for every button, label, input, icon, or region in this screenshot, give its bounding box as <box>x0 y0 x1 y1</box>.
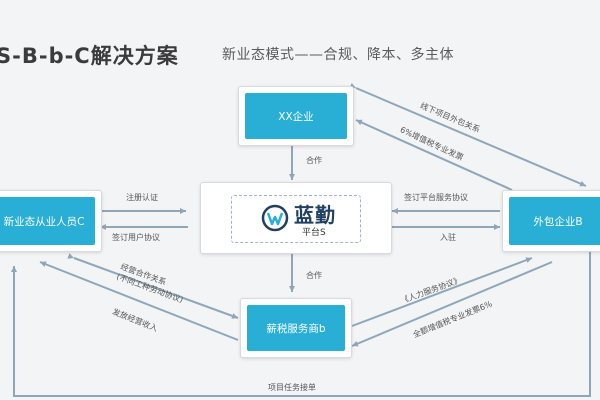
node-xx-enterprise: XX企业 <box>238 86 354 146</box>
node-tax-service: 薪税服务商b <box>240 298 352 358</box>
node-individual: 新业态从业人员C <box>0 190 102 252</box>
edge-full-vat <box>351 261 553 347</box>
edge-task-acceptance <box>11 250 591 397</box>
platform-logo-icon <box>261 204 289 232</box>
node-individual-label: 新业态从业人员C <box>0 197 95 245</box>
edge-hr-agreement <box>345 257 533 331</box>
platform-logo-box: 蓝勤 平台S <box>231 195 361 243</box>
label-cooperate-bottom: 合作 <box>306 271 322 280</box>
label-enter: 入驻 <box>440 233 456 242</box>
platform-name: 蓝勤 <box>294 203 336 227</box>
label-user-agreement: 签订用户协议 <box>112 233 160 242</box>
edge-pay-income <box>39 261 239 341</box>
node-xx-enterprise-label: XX企业 <box>245 93 347 139</box>
label-register: 注册认证 <box>126 193 158 202</box>
edge-vat-invoice <box>355 119 513 191</box>
node-outsourcing-label: 外包企业B <box>509 197 600 245</box>
node-outsourcing: 外包企业B <box>502 190 600 252</box>
node-tax-service-label: 薪税服务商b <box>247 305 345 351</box>
platform-subname: 平台S <box>302 228 326 238</box>
node-platform: 蓝勤 平台S <box>200 182 392 254</box>
label-task-acceptance: 项目任务接单 <box>268 383 316 392</box>
label-cooperate-top: 合作 <box>306 156 322 165</box>
edge-business-cooperation <box>67 253 239 319</box>
page-title: S-B-b-C解决方案 <box>0 44 179 68</box>
edge-offline-outsourcing <box>349 82 587 187</box>
page-subtitle: 新业态模式——合规、降本、多主体 <box>222 47 454 63</box>
label-platform-agreement: 签订平台服务协议 <box>404 193 468 202</box>
